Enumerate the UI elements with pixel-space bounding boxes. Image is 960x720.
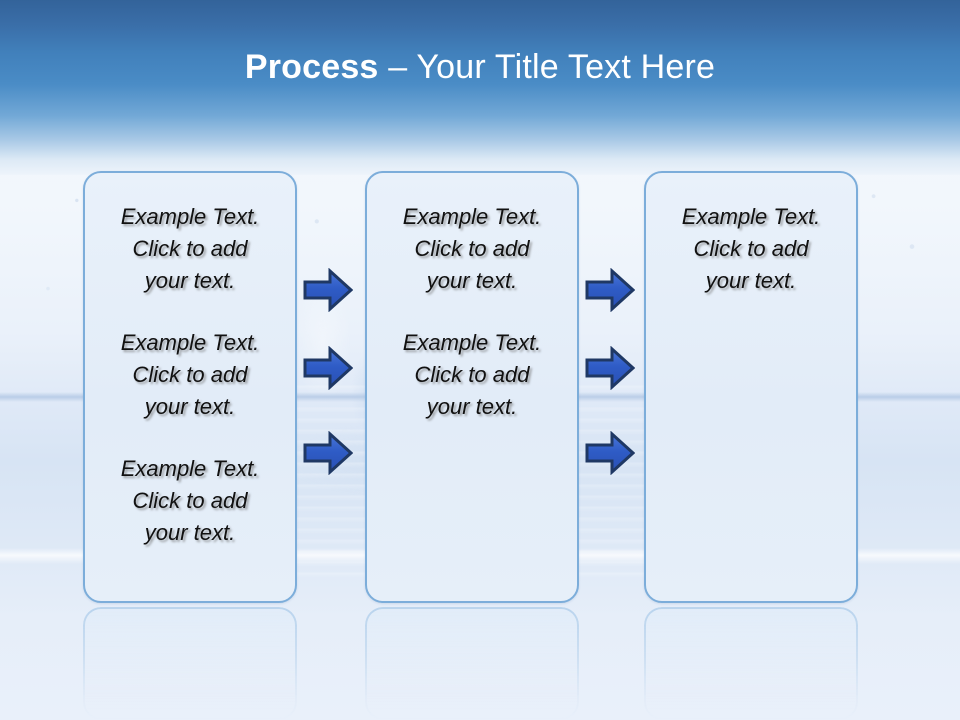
arrow-1-1-icon[interactable] <box>303 268 353 312</box>
column-3-text-block-1[interactable]: Example Text. Click to add your text. <box>681 204 821 293</box>
page-title: Process – Your Title Text Here <box>0 48 960 87</box>
column-2-text-block-2[interactable]: Example Text. Click to add your text. <box>402 330 542 419</box>
column-1-text-block-1[interactable]: Example Text. Click to add your text. <box>120 204 260 293</box>
arrow-2-1-icon[interactable] <box>585 268 635 312</box>
column-1-content: Example Text. Click to add your text. Exa… <box>85 173 295 601</box>
column-2-text-block-1[interactable]: Example Text. Click to add your text. <box>402 204 542 293</box>
column-2-content: Example Text. Click to add your text. Exa… <box>367 173 577 601</box>
panel-reflection-2 <box>365 607 579 720</box>
column-1[interactable]: Example Text. Click to add your text. Exa… <box>83 171 297 603</box>
column-3-content: Example Text. Click to add your text. <box>646 173 856 601</box>
column-3[interactable]: Example Text. Click to add your text. <box>644 171 858 603</box>
arrow-2-3-icon[interactable] <box>585 431 635 475</box>
arrow-1-2-icon[interactable] <box>303 346 353 390</box>
arrow-1-3-icon[interactable] <box>303 431 353 475</box>
panel-reflection-1 <box>83 607 297 720</box>
column-1-text-block-3[interactable]: Example Text. Click to add your text. <box>120 456 260 545</box>
panel-reflection-3 <box>644 607 858 720</box>
column-2[interactable]: Example Text. Click to add your text. Exa… <box>365 171 579 603</box>
title-banner <box>0 0 960 175</box>
column-1-text-block-2[interactable]: Example Text. Click to add your text. <box>120 330 260 419</box>
arrow-2-2-icon[interactable] <box>585 346 635 390</box>
page-title-emphasis: Process <box>244 48 389 86</box>
page-title-rest: – Your Title Text Here <box>388 48 716 86</box>
